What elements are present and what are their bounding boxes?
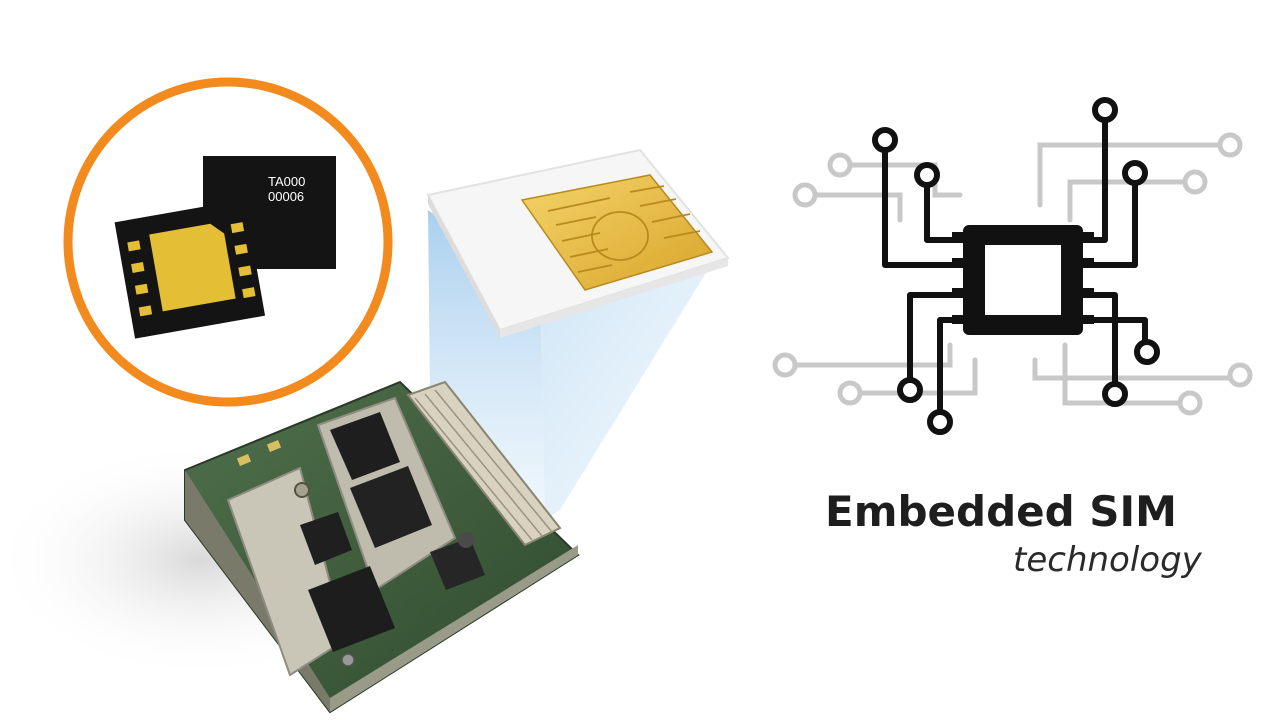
title-block: Embedded SIM technology [825,487,1245,581]
sim-card [426,148,730,338]
title-embedded-sim: Embedded SIM [825,487,1177,536]
chip-marking-line1: TA000 [268,174,305,189]
chip-marking-line2: 00006 [268,189,304,204]
chip-package-front [114,199,266,339]
pcb-module [184,380,580,714]
sim-contact-pad [520,174,714,291]
title-technology: technology [1013,540,1202,580]
circuit-chip-icon [772,97,1253,435]
pcb-connector [406,380,562,547]
esim-chip-callout: TA000 00006 [63,77,393,407]
